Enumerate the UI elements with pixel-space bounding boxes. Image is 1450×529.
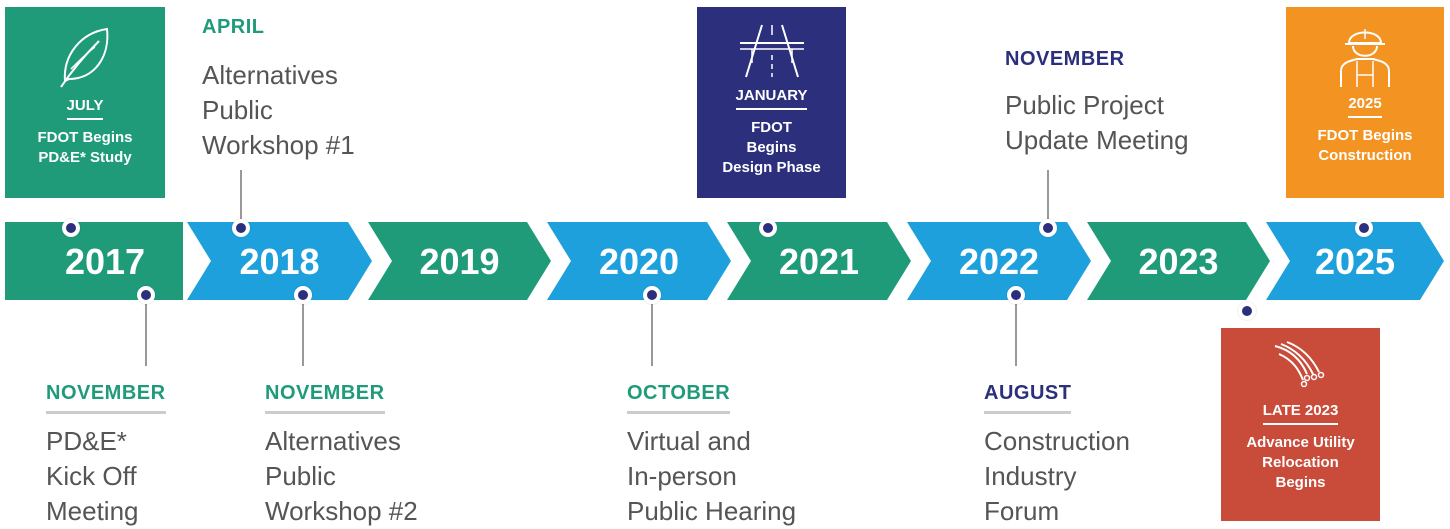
milestone-line: FDOT bbox=[751, 119, 792, 136]
year-segment-2019 bbox=[368, 222, 551, 300]
connector-line-november-2022 bbox=[1047, 170, 1049, 228]
event-line: Workshop #2 bbox=[265, 496, 418, 526]
milestone-line: Advance Utility bbox=[1246, 434, 1355, 451]
year-label-2020: 2020 bbox=[598, 241, 680, 282]
year-label-2019: 2019 bbox=[419, 241, 500, 282]
event-line: Meeting bbox=[46, 496, 139, 526]
year-segment-2022 bbox=[907, 222, 1091, 300]
year-segment-2025 bbox=[1266, 222, 1444, 300]
event-line: Alternatives bbox=[265, 426, 401, 456]
milestone-line: FDOT Begins bbox=[37, 129, 133, 146]
year-label-2021: 2021 bbox=[778, 241, 860, 282]
event-line: PD&E* bbox=[46, 426, 127, 456]
event-line: In-person bbox=[627, 461, 737, 491]
milestone-month-late-2023: LATE 2023 bbox=[1262, 402, 1339, 425]
milestone-text-late-2023: Advance Utility Relocation Begins bbox=[1221, 433, 1380, 493]
milestone-line: FDOT Begins bbox=[1317, 127, 1413, 144]
year-label-2018: 2018 bbox=[239, 241, 320, 282]
year-segment-2017 bbox=[5, 222, 183, 300]
event-text-april-2018: Alternatives Public Workshop #1 bbox=[202, 58, 355, 163]
year-label-2017: 2017 bbox=[64, 241, 146, 282]
event-text-october-2020: Virtual and In-person Public Hearing bbox=[627, 424, 796, 529]
marker-dot-august-2022 bbox=[1007, 286, 1025, 304]
year-label-2023: 2023 bbox=[1138, 241, 1219, 282]
event-line: Forum bbox=[984, 496, 1060, 526]
event-line: Public bbox=[202, 95, 273, 125]
milestone-line: Construction bbox=[1318, 147, 1412, 164]
marker-dot-april-2018 bbox=[232, 219, 250, 237]
utility-cables-icon bbox=[1274, 341, 1324, 388]
event-line: Workshop #1 bbox=[202, 130, 355, 160]
event-line: Update Meeting bbox=[1005, 125, 1189, 155]
highway-icon bbox=[739, 24, 804, 78]
event-month-october-2020: OCTOBER bbox=[627, 382, 731, 414]
event-month-november-2018: NOVEMBER bbox=[265, 382, 385, 414]
milestone-month-2025: 2025 bbox=[1348, 95, 1382, 118]
event-month-november-2017: NOVEMBER bbox=[46, 382, 166, 414]
construction-worker-icon bbox=[1340, 29, 1390, 87]
event-line: Public Hearing bbox=[627, 496, 797, 526]
marker-dot-january-2021 bbox=[759, 219, 777, 237]
year-segment-2018 bbox=[187, 222, 372, 300]
milestone-box-january: JANUARY FDOT Begins Design Phase bbox=[697, 7, 846, 198]
event-text-november-2018: Alternatives Public Workshop #2 bbox=[265, 424, 418, 529]
milestone-month-july: JULY bbox=[66, 97, 104, 120]
milestone-line: PD&E* Study bbox=[38, 149, 132, 166]
year-segment-2021 bbox=[727, 222, 911, 300]
milestone-text-january: FDOT Begins Design Phase bbox=[697, 118, 846, 178]
milestone-line: Begins bbox=[1275, 474, 1326, 491]
milestone-line: Design Phase bbox=[722, 159, 821, 176]
marker-dot-july-2017 bbox=[62, 219, 80, 237]
marker-dot-october-2020 bbox=[643, 286, 661, 304]
event-text-august-2022: Construction Industry Forum bbox=[984, 424, 1130, 529]
milestone-text-2025: FDOT Begins Construction bbox=[1286, 126, 1444, 166]
year-label-2025: 2025 bbox=[1314, 241, 1396, 282]
event-month-april-2018: APRIL bbox=[202, 16, 265, 38]
milestone-box-late-2023: LATE 2023 Advance Utility Relocation Beg… bbox=[1221, 328, 1380, 521]
marker-dot-november-2017 bbox=[137, 286, 155, 304]
year-label-2022: 2022 bbox=[958, 241, 1040, 282]
connector-line-august-2022 bbox=[1015, 296, 1017, 366]
event-month-august-2022: AUGUST bbox=[984, 382, 1072, 414]
event-line: Public bbox=[265, 461, 336, 491]
marker-dot-2025 bbox=[1355, 219, 1373, 237]
event-line: Virtual and bbox=[627, 426, 751, 456]
event-line: Alternatives bbox=[202, 60, 338, 90]
milestone-line: Relocation bbox=[1262, 454, 1339, 471]
connector-line-november-2017 bbox=[145, 296, 147, 366]
event-line: Industry bbox=[984, 461, 1077, 491]
milestone-line: Begins bbox=[746, 139, 797, 156]
year-segment-2023 bbox=[1087, 222, 1270, 300]
milestone-month-january: JANUARY bbox=[735, 87, 808, 110]
event-line: Construction bbox=[984, 426, 1130, 456]
event-line: Public Project bbox=[1005, 90, 1164, 120]
event-line: Kick Off bbox=[46, 461, 137, 491]
connector-line-november-2018 bbox=[302, 296, 304, 366]
marker-dot-november-2018 bbox=[294, 286, 312, 304]
year-segment-2020 bbox=[547, 222, 731, 300]
marker-dot-november-2022 bbox=[1039, 219, 1057, 237]
leaf-icon bbox=[60, 27, 109, 88]
milestone-box-july: JULY FDOT Begins PD&E* Study bbox=[5, 7, 165, 198]
connector-line-april-2018 bbox=[240, 170, 242, 228]
milestone-box-2025: 2025 FDOT Begins Construction bbox=[1286, 7, 1444, 198]
milestone-text-july: FDOT Begins PD&E* Study bbox=[5, 128, 165, 168]
event-text-november-2017: PD&E* Kick Off Meeting bbox=[46, 424, 139, 529]
event-month-november-2022: NOVEMBER bbox=[1005, 48, 1125, 70]
connector-line-october-2020 bbox=[651, 296, 653, 366]
event-text-november-2022: Public Project Update Meeting bbox=[1005, 88, 1189, 158]
marker-dot-late-2023 bbox=[1238, 302, 1256, 320]
